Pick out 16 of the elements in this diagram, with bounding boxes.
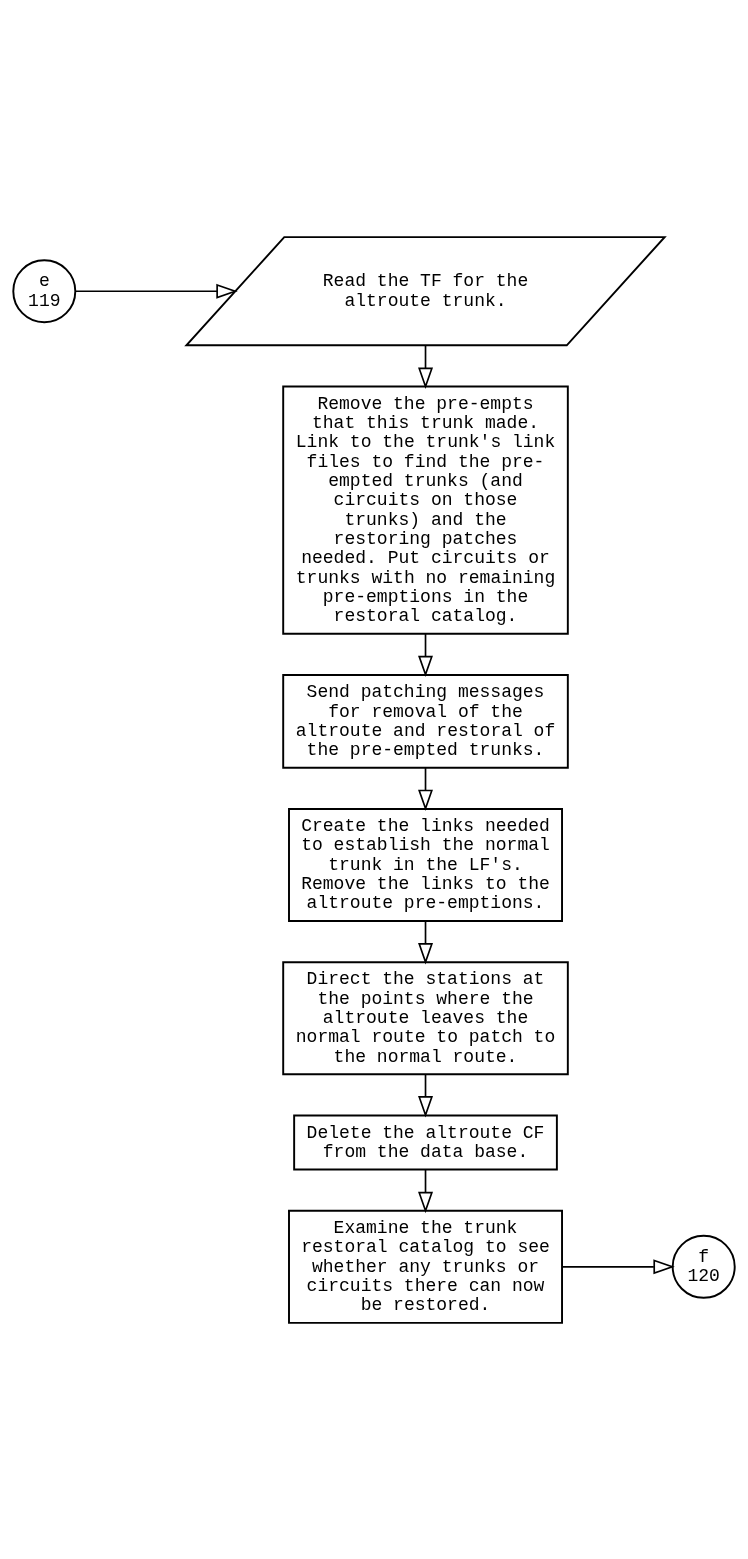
node-box: Send patching messages for removal of the altroute and restoral of the pre-empted trunks.: [282, 673, 569, 769]
arrow: [418, 1168, 433, 1213]
arrow: [418, 1073, 433, 1117]
arrow: [418, 919, 433, 964]
node-box: Create the links needed to establish the normal trunk in the LF's. Remove the links to the altroute pre-emptions.: [288, 807, 563, 922]
arrow: [561, 1258, 675, 1274]
arrow: [74, 283, 238, 299]
node-box: Direct the stations at the points where the altroute leaves the normal route to patch to the normal route.: [282, 960, 569, 1075]
node-circle: e 119: [12, 258, 77, 323]
node-box: Delete the altroute CF from the data base.: [293, 1114, 558, 1171]
arrow: [418, 766, 433, 811]
node-box: Examine the trunk restoral catalog to see whether any trunks or circuits there can now be restored.: [288, 1209, 563, 1324]
node-box: Remove the pre-empts that this trunk made. Link to the trunk's link files to find the pre-empted trunks (and circuits on those trunks) and the restoring patches needed. Put circuits or trunks with no remaining pre-emptions in the restoral catalog.: [282, 385, 569, 635]
node-circle: f 120: [671, 1234, 736, 1299]
arrow: [418, 632, 433, 677]
arrow: [418, 344, 433, 389]
